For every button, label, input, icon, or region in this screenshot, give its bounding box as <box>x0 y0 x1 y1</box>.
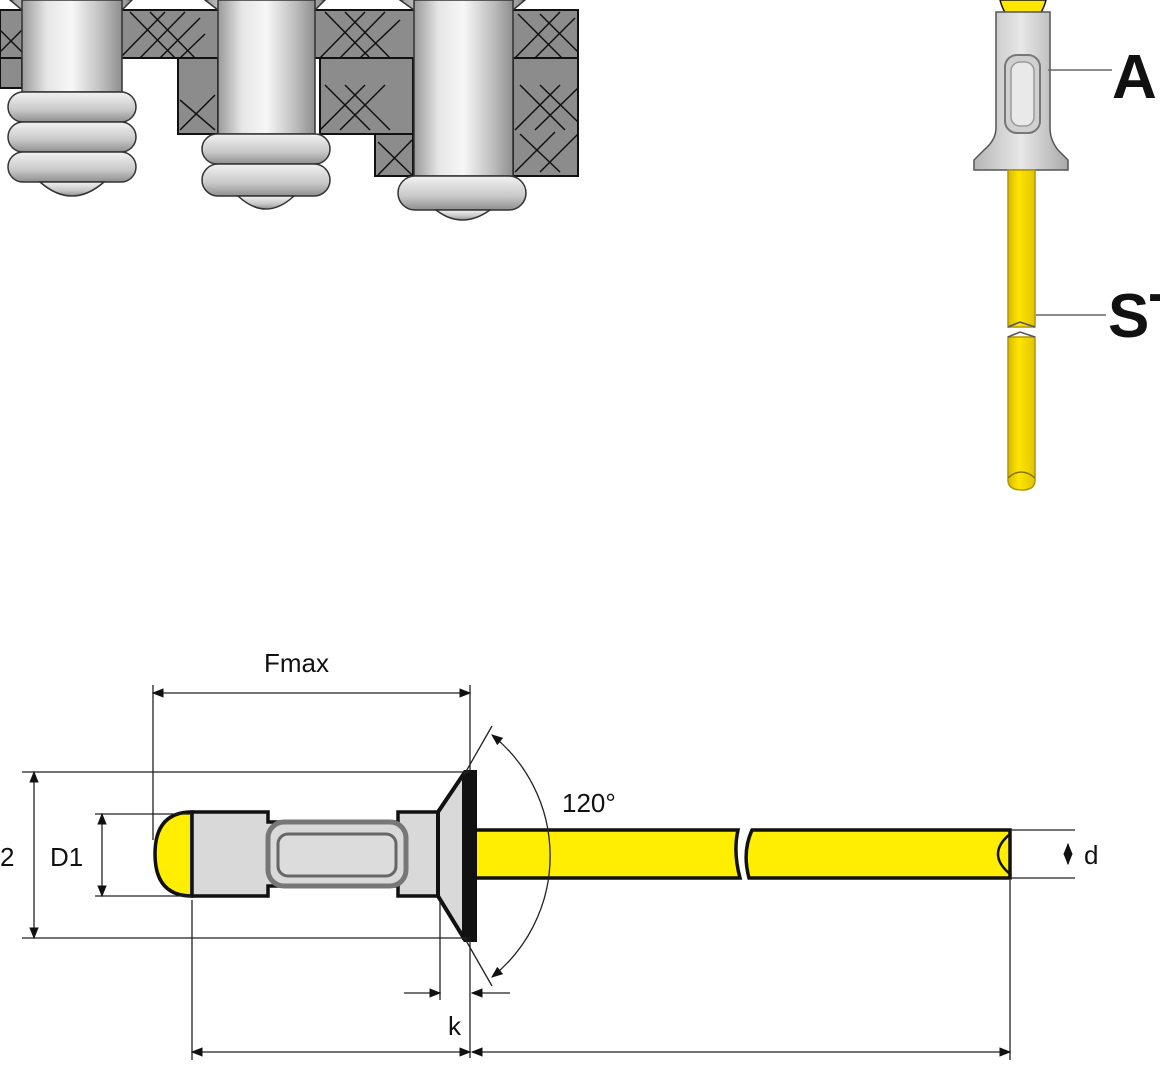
mandrel-head <box>153 810 194 898</box>
sleeve-groove-inner <box>276 832 398 878</box>
dim-label-d: d <box>1084 840 1098 870</box>
installed-rivet-3 <box>397 0 527 221</box>
dim-label-d2: 2 <box>0 842 14 872</box>
label-body-material: Al <box>1112 43 1160 112</box>
dim-label-k: k <box>448 1011 462 1041</box>
dimensioned-rivet-drawing: Fmax 120° 2 D1 d k <box>0 648 1098 1060</box>
dim-label-angle: 120° <box>562 788 616 818</box>
dimension-lines <box>22 685 1075 1060</box>
installed-rivets-cross-section <box>0 0 579 221</box>
installed-rivet-2 <box>201 0 331 210</box>
dim-label-d1: D1 <box>50 842 83 872</box>
installed-rivet-1 <box>7 0 137 197</box>
rivet-material-view: Al ST <box>973 0 1160 491</box>
dim-label-fmax: Fmax <box>264 648 329 678</box>
mandrel-stem <box>1007 169 1036 491</box>
label-mandrel-material: ST <box>1108 282 1160 351</box>
workpiece-hatching <box>0 11 579 176</box>
mandrel-shaft <box>470 828 1012 880</box>
